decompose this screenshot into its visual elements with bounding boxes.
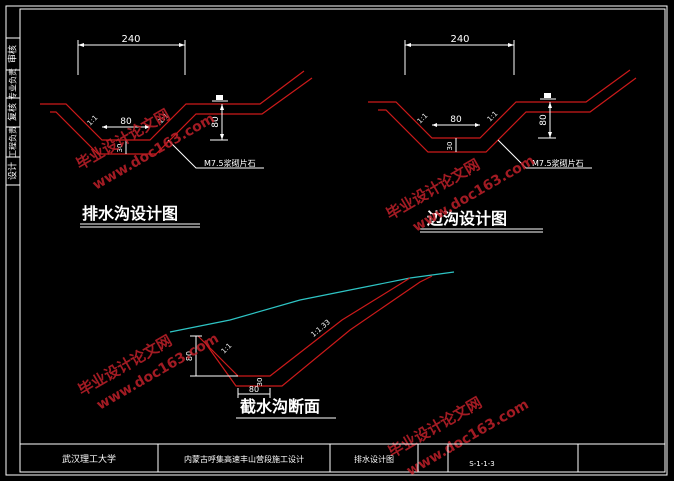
slope-left-label: 1:1 — [220, 342, 234, 356]
watermark-group: 毕业设计论文网 www.doc163.com 毕业设计论文网 www.doc16… — [73, 105, 538, 479]
depth-label: 80 — [185, 351, 194, 361]
drawing-number: S-1-1-3 — [469, 460, 494, 468]
side-label-review: 审核 — [7, 45, 19, 63]
lining-label: 30 — [446, 142, 454, 151]
side-signature-strip: 审核 专业负责 复核 工程负责 设计 — [6, 37, 20, 186]
drawing-title: 截水沟断面 — [240, 397, 320, 416]
ditch-inner-outline — [197, 277, 411, 377]
intercepting-ditch-drawing: 80 80 30 1:1 1:1.33 截水沟断面 — [169, 271, 455, 419]
material-label: M7.5浆砌片石 — [204, 158, 256, 168]
school-name: 武汉理工大学 — [62, 453, 116, 465]
sheet-inner-frame — [19, 8, 666, 473]
project-name: 内蒙古呼集高速丰山营段施工设计 — [184, 454, 304, 464]
material-leader-line — [167, 139, 264, 169]
drawing-name: 排水设计图 — [354, 454, 394, 464]
sheet-outer-frame — [5, 5, 668, 476]
drawing-title: 边沟设计图 — [426, 209, 507, 228]
side-ditch-drawing: 240 80 80 30 1:1 1:1 M7.5浆砌片石 边沟设计图 — [368, 34, 637, 233]
slope-right-label: 1:1.33 — [310, 318, 332, 339]
drainage-ditch-drawing: 240 80 80 30 1:1 1:1 M7.5浆砌片石 排水沟设计图 — [40, 34, 313, 228]
ground-marker-icon — [544, 93, 551, 98]
bottom-width-label: 80 — [249, 385, 259, 394]
lining-label: 30 — [116, 144, 124, 153]
material-label: M7.5浆砌片石 — [532, 158, 584, 168]
top-width-label: 240 — [450, 34, 469, 45]
side-label-discipline-lead: 专业负责 — [8, 68, 18, 100]
bottom-width-label: 80 — [450, 115, 462, 125]
ground-marker-icon — [216, 95, 223, 100]
bottom-width-label: 80 — [120, 117, 132, 127]
lining-label: 30 — [256, 378, 264, 387]
side-label-recheck: 复核 — [7, 103, 19, 121]
depth-label: 80 — [211, 116, 221, 128]
ground-line — [169, 271, 455, 333]
drawing-title: 排水沟设计图 — [82, 204, 178, 223]
side-label-project-lead: 工程负责 — [8, 126, 18, 158]
side-label-design: 设计 — [7, 162, 19, 180]
material-leader-line — [497, 139, 592, 169]
title-block: 武汉理工大学 内蒙古呼集高速丰山营段施工设计 排水设计图 S-1-1-3 — [20, 443, 665, 472]
ditch-outer-outline — [50, 77, 313, 155]
depth-label: 80 — [539, 114, 549, 126]
top-width-label: 240 — [121, 34, 140, 45]
ditch-outer-outline — [205, 275, 433, 387]
ditch-inner-outline — [40, 70, 305, 141]
ditch-inner-outline — [368, 69, 631, 139]
ditch-outer-outline — [378, 77, 637, 153]
